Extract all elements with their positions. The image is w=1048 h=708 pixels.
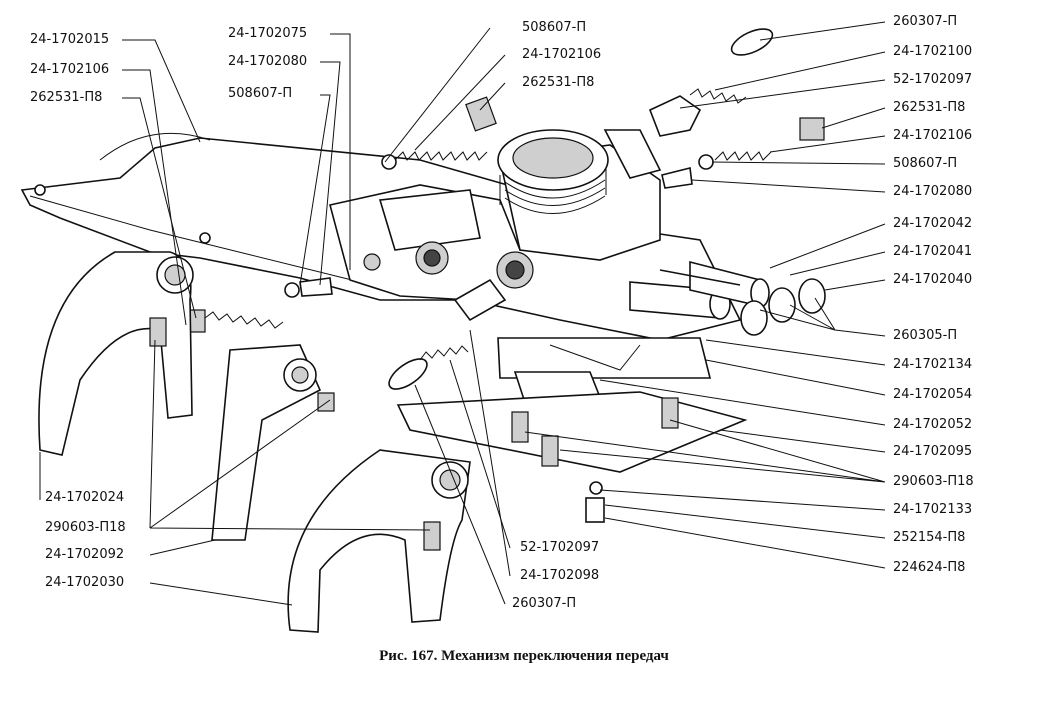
label-262531-p8-left: 262531-П8: [30, 90, 103, 105]
label-24-1702098: 24-1702098: [520, 568, 600, 583]
label-24-1702100: 24-1702100: [893, 44, 973, 59]
label-252154-p8: 252154-П8: [893, 530, 966, 545]
shift-fork-left: [38, 251, 194, 456]
label-24-1702024: 24-1702024: [45, 490, 125, 505]
label-508607-p-right: 508607-П: [893, 156, 958, 171]
label-52-1702097-top: 52-1702097: [893, 72, 973, 87]
detent-caps: [299, 95, 702, 322]
bottom-cover-plate: [396, 391, 748, 523]
label-24-1702106-top: 24-1702106: [522, 47, 602, 62]
label-508607-p-top: 508607-П: [522, 20, 587, 35]
label-24-1702030: 24-1702030: [45, 575, 125, 590]
label-24-1702080-left: 24-1702080: [228, 54, 308, 69]
springs: [204, 88, 772, 361]
shift-fork-bottom: [287, 449, 471, 633]
label-24-1702133: 24-1702133: [893, 502, 973, 517]
label-24-1702054: 24-1702054: [893, 387, 973, 402]
label-24-1702106-left: 24-1702106: [30, 62, 110, 77]
figure-caption: Рис. 167. Механизм переключения передач: [379, 648, 669, 664]
label-260305-p: 260305-П: [893, 328, 958, 343]
label-24-1702042: 24-1702042: [893, 216, 973, 231]
label-24-1702080-right: 24-1702080: [893, 184, 973, 199]
label-224624-p8: 224624-П8: [893, 560, 966, 575]
label-24-1702134: 24-1702134: [893, 357, 973, 372]
shift-lever-arm: [211, 344, 335, 541]
label-260307-p-top: 260307-П: [893, 14, 958, 29]
label-24-1702041: 24-1702041: [893, 244, 973, 259]
label-260307-p-bottom: 260307-П: [512, 596, 577, 611]
label-508607-p-left: 508607-П: [228, 86, 293, 101]
label-290603-p18-right: 290603-П18: [893, 474, 974, 489]
label-24-1702040: 24-1702040: [893, 272, 973, 287]
label-262531-p8-right: 262531-П8: [893, 100, 966, 115]
label-24-1702095: 24-1702095: [893, 444, 973, 459]
label-262531-p8-top: 262531-П8: [522, 75, 595, 90]
label-24-1702106-right: 24-1702106: [893, 128, 973, 143]
label-52-1702097-bottom: 52-1702097: [520, 540, 600, 555]
label-24-1702092: 24-1702092: [45, 547, 125, 562]
shift-rails: [629, 260, 770, 320]
label-290603-p18-left: 290603-П18: [45, 520, 126, 535]
label-24-1702075: 24-1702075: [228, 26, 308, 41]
leader-lines: [39, 21, 886, 606]
label-24-1702015: 24-1702015: [30, 32, 110, 47]
label-24-1702052: 24-1702052: [893, 417, 973, 432]
